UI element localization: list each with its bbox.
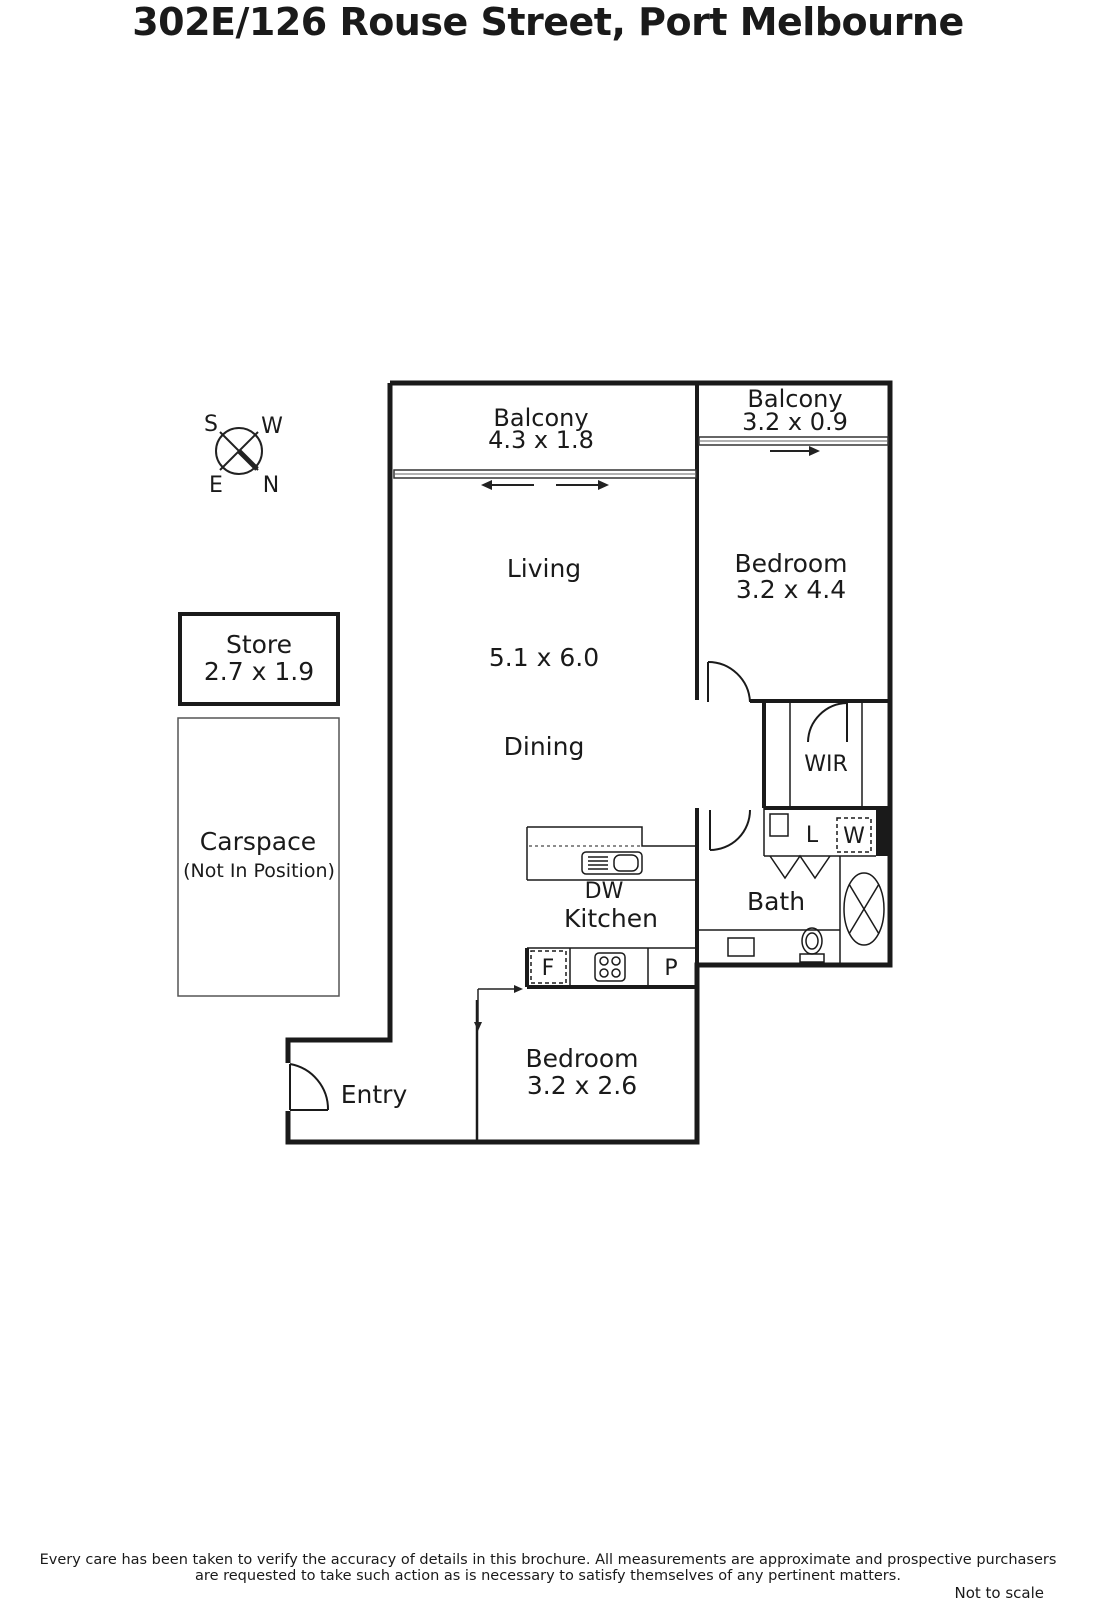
- entry-label: Entry: [341, 1080, 408, 1109]
- bedroom-door-icon: [707, 660, 751, 703]
- kitchen-label: Kitchen: [564, 904, 658, 933]
- bath-label: Bath: [747, 887, 805, 916]
- pantry-label: P: [664, 956, 677, 981]
- disclaimer: Every care has been taken to verify the …: [0, 1552, 1096, 1584]
- disclaimer-line-1: Every care has been taken to verify the …: [39, 1552, 1057, 1568]
- bath-door-icon: [709, 809, 751, 851]
- scale-note: Not to scale: [954, 1584, 1044, 1602]
- bedroom-two-sliding-door-icon: [474, 985, 523, 1031]
- fridge-box: [530, 950, 567, 984]
- wir-door-icon: [807, 702, 848, 743]
- laundry-label: L: [806, 823, 819, 848]
- kitchen-island: [526, 826, 696, 881]
- shower-icon: [839, 856, 885, 965]
- vanity-icon: [698, 929, 840, 957]
- compass-s-label: S: [204, 412, 218, 437]
- compass-n-label: N: [263, 473, 279, 498]
- carspace-label: Carspace: [200, 827, 316, 856]
- bedroom-main-label: Bedroom: [734, 549, 847, 578]
- balcony-living-label: Balcony: [493, 404, 588, 432]
- living-sliding-door-icon: [393, 469, 697, 490]
- page-title: 302E/126 Rouse Street, Port Melbourne: [132, 0, 964, 44]
- balcony-bedroom-dims: 3.2 x 0.9: [742, 408, 848, 436]
- bedroom-sliding-door-icon: [698, 436, 889, 456]
- compass-w-label: W: [261, 414, 283, 439]
- fridge-label: F: [542, 956, 555, 981]
- balcony-bedroom-label: Balcony: [747, 385, 842, 413]
- living-label: Living: [507, 554, 581, 583]
- carspace-note: (Not In Position): [183, 860, 335, 882]
- living-dims: 5.1 x 6.0: [489, 643, 599, 672]
- cooktop-icon: [594, 952, 626, 982]
- carspace-outline: [177, 717, 340, 997]
- balcony-living-dims: 4.3 x 1.8: [488, 426, 594, 454]
- wall-pillar: [876, 808, 890, 856]
- bedroom-main-dims: 3.2 x 4.4: [736, 575, 846, 604]
- floor-plan: S W E N Store 2.7 x 1.9 Carspace (Not In…: [177, 380, 893, 1145]
- toilet-icon: [799, 927, 825, 963]
- bedroom-two-label: Bedroom: [525, 1044, 638, 1073]
- dining-label: Dining: [504, 732, 585, 761]
- laundry-cabinet: [763, 808, 876, 880]
- washer-box: [836, 817, 872, 853]
- entry-door-icon: [289, 1063, 330, 1111]
- washer-label: W: [843, 824, 865, 849]
- store-outline: [178, 612, 340, 706]
- compass-rose-icon: [215, 427, 263, 475]
- sink-icon: [581, 851, 643, 875]
- wir-label: WIR: [804, 752, 848, 777]
- compass-e-label: E: [209, 473, 223, 498]
- outer-walls: [285, 380, 893, 1145]
- bedroom-two-dims: 3.2 x 2.6: [527, 1071, 637, 1100]
- store-label: Store: [226, 630, 292, 659]
- dishwasher-label: DW: [585, 879, 624, 904]
- wir-walls: [762, 701, 890, 810]
- disclaimer-line-2: are requested to take such action as is …: [195, 1568, 901, 1584]
- store-dims: 2.7 x 1.9: [204, 657, 314, 686]
- kitchen-bench: [525, 947, 697, 989]
